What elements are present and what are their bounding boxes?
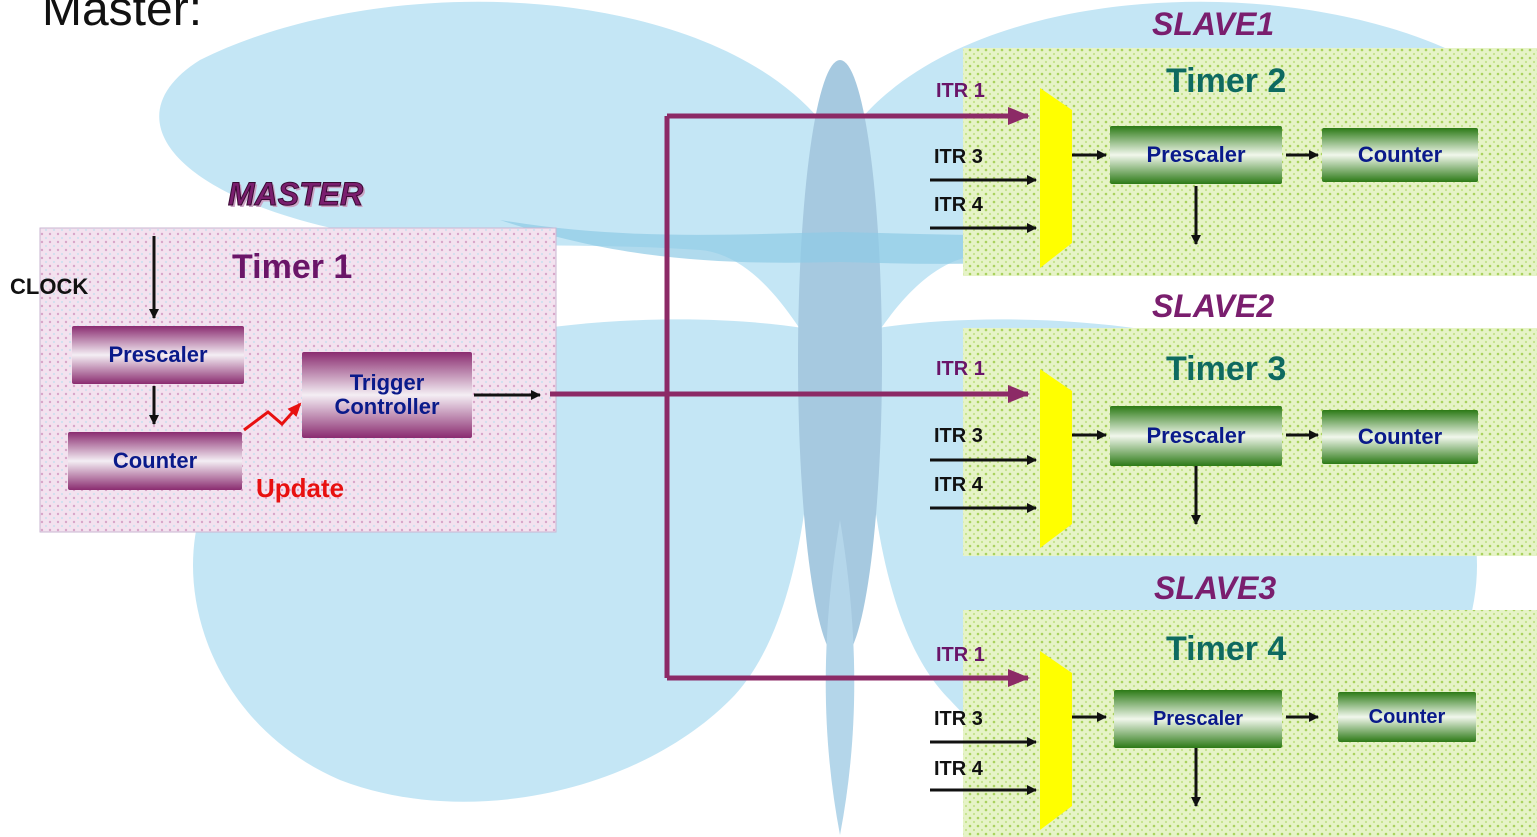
slave3-prescaler-box: Prescaler bbox=[1114, 690, 1282, 748]
slave2-itr1-label: ITR 1 bbox=[936, 358, 985, 380]
trigger-bus bbox=[550, 107, 1030, 687]
slave1-itr3-label: ITR 3 bbox=[934, 146, 983, 168]
master-timer-title: Timer 1 bbox=[232, 248, 353, 286]
slave1-counter-box: Counter bbox=[1322, 128, 1478, 182]
slave1-prescaler-box: Prescaler bbox=[1110, 126, 1282, 184]
trigger-controller-line2: Controller bbox=[334, 394, 440, 419]
slave3-itr4-label: ITR 4 bbox=[934, 758, 983, 780]
trigger-controller-box: Trigger Controller bbox=[302, 352, 472, 438]
clock-label: CLOCK bbox=[10, 274, 89, 299]
trigger-controller-line1: Trigger bbox=[349, 369, 425, 395]
update-label: Update bbox=[256, 473, 345, 503]
slave1-mux bbox=[1040, 88, 1072, 268]
slave3-mux bbox=[1040, 651, 1072, 830]
slave2-counter-box: Counter bbox=[1322, 410, 1478, 464]
slave3-itr3-label: ITR 3 bbox=[934, 708, 983, 730]
slave3-itr1-label: ITR 1 bbox=[936, 644, 985, 666]
slave2-itr3-label: ITR 3 bbox=[934, 425, 983, 447]
update-arrow bbox=[243, 402, 302, 432]
slave2-itr4-label: ITR 4 bbox=[934, 474, 983, 496]
slave1-itr1-label: ITR 1 bbox=[936, 80, 985, 102]
slave2-role-label: SLAVE2 bbox=[1152, 288, 1275, 324]
slave3-timer-title: Timer 4 bbox=[1166, 630, 1287, 668]
slave3-role-label: SLAVE3 bbox=[1154, 570, 1277, 606]
slave1-timer-title: Timer 2 bbox=[1166, 62, 1287, 100]
master-prescaler-box: Prescaler bbox=[72, 326, 244, 384]
slave1-itr4-label: ITR 4 bbox=[934, 194, 983, 216]
slave2-prescaler-box: Prescaler bbox=[1110, 406, 1282, 466]
master-counter-box: Counter bbox=[68, 432, 242, 490]
slave2-mux bbox=[1040, 369, 1072, 548]
heading-text: Master: bbox=[42, 0, 203, 36]
slave2-timer-title: Timer 3 bbox=[1166, 350, 1287, 388]
slave1-role-label: SLAVE1 bbox=[1152, 6, 1275, 42]
master-role-label: MASTER bbox=[227, 176, 364, 213]
slave3-counter-box: Counter bbox=[1338, 692, 1476, 742]
